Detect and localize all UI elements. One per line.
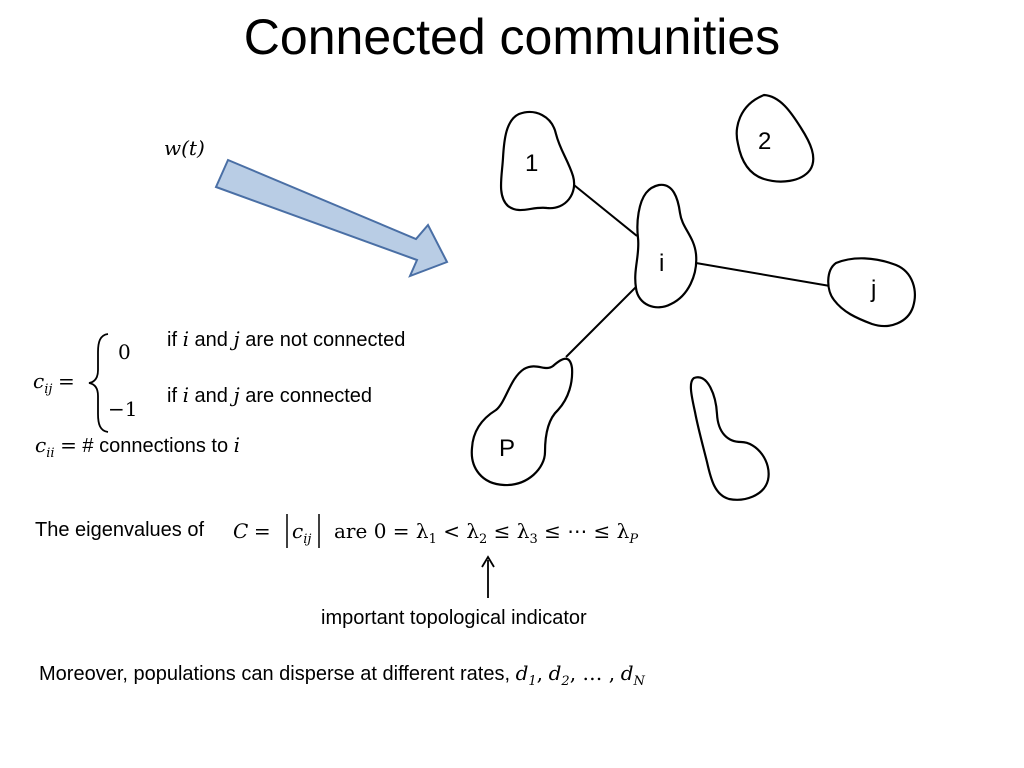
eigen-c-symbol: c — [292, 519, 304, 543]
cij-subscript: ij — [44, 382, 53, 397]
edge-i-j — [695, 262, 831, 287]
node-label-2: 2 — [758, 128, 772, 155]
case1-value: 0 — [118, 340, 131, 364]
case2-if: if — [167, 385, 177, 407]
eigen-equals: = — [253, 519, 271, 543]
community-unlabeled-blob — [689, 376, 770, 501]
case2-j: j — [233, 383, 240, 407]
case2-value: −1 — [108, 397, 138, 421]
input-label: w(t) — [164, 136, 205, 160]
eigen-cij: cij — [292, 519, 311, 547]
cii-equals: = — [60, 433, 77, 457]
cii-definition: cii = # connections to i — [35, 433, 240, 461]
eigen-c-subscript: ij — [303, 532, 312, 547]
case1-if: if — [167, 329, 177, 351]
dispersal-sentence: Moreover, populations can disperse at di… — [39, 661, 645, 689]
case1-j: j — [233, 327, 240, 351]
case2-i: i — [182, 383, 189, 407]
node-label-i: i — [659, 250, 665, 277]
dispersal-dN: d — [620, 661, 634, 685]
case2-text: are connected — [245, 385, 372, 407]
community-i-blob — [634, 183, 698, 309]
community-1-blob — [499, 110, 576, 212]
eigen-sub-3: 3 — [529, 532, 538, 547]
eigen-lt: < λ — [436, 519, 479, 543]
eigen-chain-start: 0 = λ — [373, 519, 429, 543]
eigen-prefix: The eigenvalues of — [35, 519, 205, 541]
case2-and: and — [194, 385, 228, 407]
eigen-are: are — [334, 519, 368, 543]
case1-and: and — [194, 329, 228, 351]
node-label-P: P — [499, 435, 516, 462]
community-2-blob — [735, 93, 815, 183]
dispersal-d1: d — [515, 661, 529, 685]
case2-condition: if i and j are connected — [167, 383, 372, 408]
cij-equals: = — [57, 369, 75, 393]
node-label-1: 1 — [525, 150, 539, 177]
edge-1-i — [568, 180, 638, 237]
dispersal-sub-2: 2 — [561, 674, 570, 689]
case1-condition: if i and j are not connected — [167, 327, 405, 352]
eigen-sub-2: 2 — [479, 532, 488, 547]
indicator-arrowhead — [481, 555, 495, 568]
dispersal-sub-1: 1 — [528, 674, 537, 689]
cii-text: # connections to — [82, 435, 229, 457]
cii-subscript: ii — [46, 446, 55, 461]
eigen-sub-1: 1 — [428, 532, 437, 547]
eigen-chain: are 0 = λ1 < λ2 ≤ λ3 ≤ ⋯ ≤ λP — [334, 519, 638, 547]
eigen-C: C — [233, 519, 249, 543]
dispersal-sub-N: N — [633, 674, 645, 689]
dispersal-ellipsis: , … , — [569, 661, 616, 685]
cases-brace — [88, 333, 109, 433]
community-j-blob — [827, 257, 916, 328]
cij-symbol: c — [33, 369, 45, 393]
slide-title: Connected communities — [243, 9, 781, 65]
eigen-sub-P: P — [629, 532, 639, 547]
eigen-le: ≤ λ — [487, 519, 530, 543]
input-arrow — [214, 158, 449, 278]
cii-i: i — [233, 433, 241, 457]
edge-i-P — [565, 286, 637, 358]
indicator-label: important topological indicator — [321, 607, 587, 629]
case1-text: are not connected — [245, 329, 406, 351]
eigen-matrix-def: C = — [233, 519, 271, 544]
cii-symbol: c — [35, 433, 47, 457]
case1-i: i — [182, 327, 189, 351]
community-P-blob — [470, 357, 574, 487]
dispersal-d2: d — [548, 661, 562, 685]
cij-lhs: cij = — [33, 369, 75, 397]
dispersal-text: Moreover, populations can disperse at di… — [39, 663, 511, 685]
eigen-rest: ≤ ⋯ ≤ λ — [537, 519, 630, 543]
node-label-j: j — [871, 276, 877, 303]
